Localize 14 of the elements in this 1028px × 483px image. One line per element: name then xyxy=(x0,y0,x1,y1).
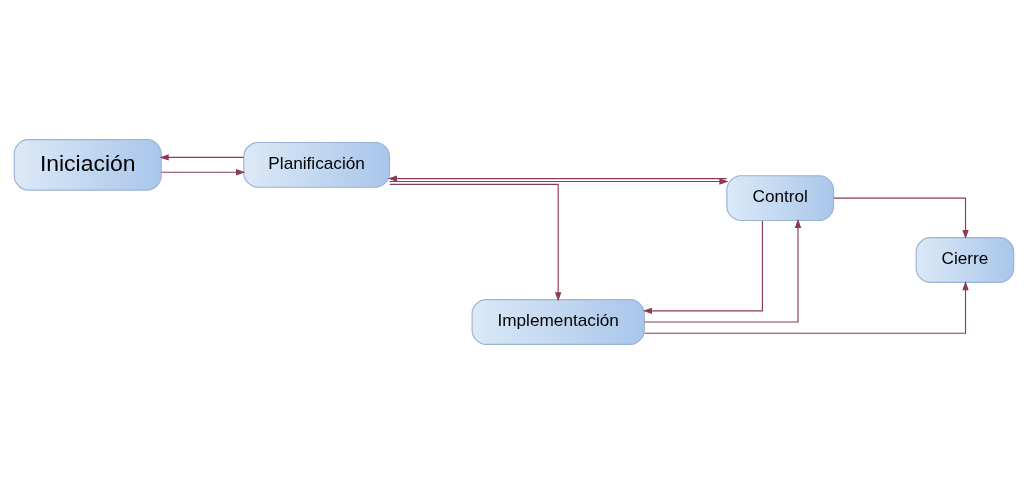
node-box: Planificación xyxy=(243,141,391,188)
node-box: Cierre xyxy=(915,236,1015,283)
arrow xyxy=(833,197,969,239)
node-box: Control xyxy=(726,174,835,221)
node-box: Iniciación xyxy=(13,138,162,191)
arrow xyxy=(643,218,802,323)
arrow xyxy=(387,174,728,182)
arrow xyxy=(389,177,729,185)
node-box: Implementación xyxy=(471,298,645,345)
arrow xyxy=(159,153,245,161)
arrow xyxy=(160,168,246,175)
arrow xyxy=(644,280,969,334)
arrow xyxy=(389,183,562,301)
arrow xyxy=(642,219,763,314)
